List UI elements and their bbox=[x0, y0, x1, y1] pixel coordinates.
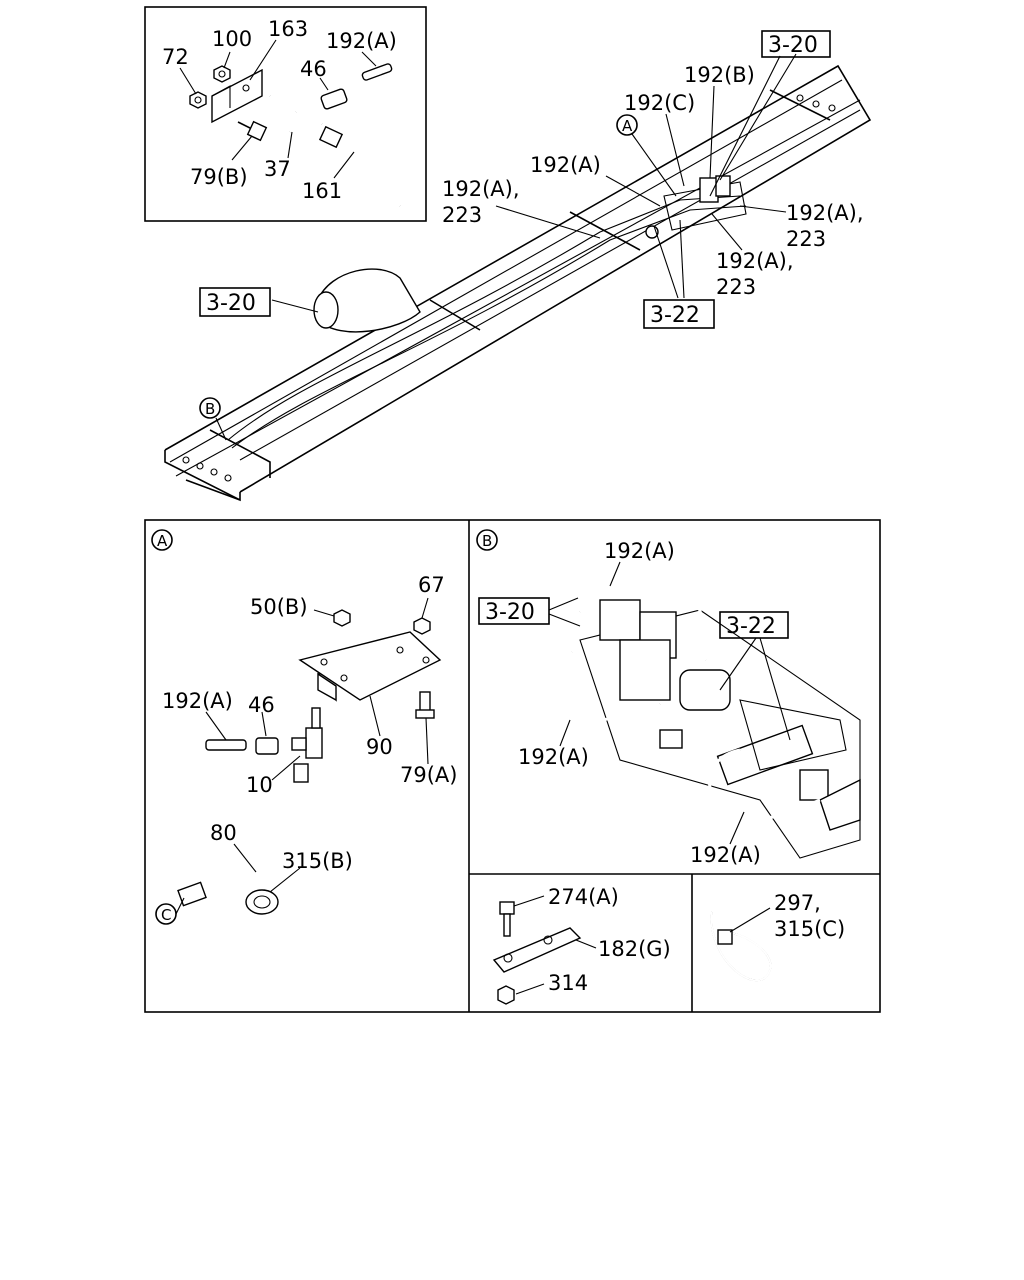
label-274a: 274(A) bbox=[548, 885, 619, 909]
label-192a-detail-b-left: 192(A) bbox=[518, 745, 589, 769]
label-10: 10 bbox=[246, 773, 273, 797]
label-46-detail-a: 46 bbox=[248, 693, 275, 717]
plate-182g-drawing bbox=[492, 927, 582, 973]
tee-37-drawing bbox=[269, 94, 323, 133]
label-163: 163 bbox=[268, 17, 308, 41]
ref-box-3-20-top-text: 3-20 bbox=[768, 33, 818, 58]
label-50b: 50(B) bbox=[250, 595, 308, 619]
label-100: 100 bbox=[212, 27, 252, 51]
ref-box-3-22-detail-b-text: 3-22 bbox=[726, 614, 776, 639]
nut-314-drawing bbox=[497, 985, 515, 1005]
label-223-left: 223 bbox=[442, 203, 482, 227]
nut-72-drawing bbox=[189, 91, 207, 109]
chassis-frame-drawing bbox=[164, 64, 872, 502]
label-192c: 192(C) bbox=[624, 91, 695, 115]
label-79b: 79(B) bbox=[190, 165, 248, 189]
top-inset-leaders bbox=[179, 39, 377, 179]
bracket-plate-90-drawing bbox=[298, 631, 442, 702]
nut-50b-drawing bbox=[333, 609, 351, 627]
top-inset-panel: 72 100 163 192(A) 46 79(B) 37 161 bbox=[144, 6, 427, 222]
main-frame-view: 3-20 3-20 3-22 A B bbox=[164, 30, 872, 502]
label-46: 46 bbox=[300, 57, 327, 81]
circle-marker-b[interactable]: B bbox=[199, 397, 221, 419]
ref-box-3-20-detail-b[interactable]: 3-20 bbox=[478, 597, 550, 625]
label-90: 90 bbox=[366, 735, 393, 759]
label-192a-detail-b-top: 192(A) bbox=[604, 539, 675, 563]
label-315c: 315(C) bbox=[774, 917, 845, 941]
label-192a-center: 192(A) bbox=[530, 153, 601, 177]
label-192a-lower: 192(A), bbox=[716, 249, 794, 273]
label-223-lower: 223 bbox=[716, 275, 756, 299]
bolt-274a-drawing bbox=[499, 901, 515, 937]
label-80: 80 bbox=[210, 821, 237, 845]
fitting-46-drawing bbox=[320, 88, 348, 110]
bracket-163-drawing bbox=[211, 68, 263, 124]
pipe-192a-drawing bbox=[361, 63, 393, 81]
label-192b: 192(B) bbox=[684, 63, 755, 87]
label-192a: 192(A) bbox=[326, 29, 397, 53]
detail-a-marker: A bbox=[151, 529, 173, 551]
detail-a-panel: A bbox=[151, 529, 457, 925]
pipes-192a-detail-b-drawing bbox=[541, 578, 821, 820]
label-314: 314 bbox=[548, 971, 588, 995]
tee-10-drawing bbox=[291, 707, 323, 759]
label-67: 67 bbox=[418, 573, 445, 597]
detail-panels-frame bbox=[144, 519, 881, 1013]
detail-bracket-leaders bbox=[513, 895, 597, 995]
label-182g: 182(G) bbox=[598, 937, 671, 961]
valve-assembly-drawing bbox=[579, 599, 861, 859]
detail-a-marker-text: A bbox=[157, 532, 168, 550]
label-223-right: 223 bbox=[786, 227, 826, 251]
ref-box-3-22-main-text: 3-22 bbox=[650, 303, 700, 328]
clip-315b-drawing bbox=[245, 889, 279, 915]
ref-box-3-20-left-text: 3-20 bbox=[206, 291, 256, 316]
label-192a-left: 192(A), bbox=[442, 177, 520, 201]
ref-box-3-22-detail-b[interactable]: 3-22 bbox=[719, 611, 789, 639]
detail-b-marker-text: B bbox=[482, 532, 492, 550]
label-315b: 315(B) bbox=[282, 849, 353, 873]
label-37: 37 bbox=[264, 157, 291, 181]
air-tank-drawing bbox=[313, 268, 421, 333]
label-192a-detail-b-bottom: 192(A) bbox=[690, 843, 761, 867]
detail-b-leaders bbox=[548, 561, 791, 845]
bolt-79b-drawing bbox=[237, 120, 268, 142]
label-79a: 79(A) bbox=[400, 763, 457, 787]
cable-tie-drawing bbox=[710, 911, 772, 982]
ref-box-3-20-top[interactable]: 3-20 bbox=[761, 30, 831, 58]
label-192a-detail-a: 192(A) bbox=[162, 689, 233, 713]
label-72: 72 bbox=[162, 45, 189, 69]
hose-161-drawing bbox=[318, 125, 403, 208]
pipe-192a-detail-drawing bbox=[205, 739, 247, 751]
detail-a-end-marker-c: C bbox=[155, 903, 177, 925]
ref-box-3-20-detail-b-text: 3-20 bbox=[485, 600, 535, 625]
detail-tie-leaders bbox=[729, 907, 771, 933]
circle-marker-b-text: B bbox=[205, 400, 215, 418]
nut-100-drawing bbox=[213, 65, 231, 83]
detail-tie-panel: 297, 315(C) bbox=[710, 891, 845, 982]
circle-marker-a[interactable]: A bbox=[616, 114, 638, 136]
label-161: 161 bbox=[302, 179, 342, 203]
ref-box-3-22-main[interactable]: 3-22 bbox=[643, 299, 715, 329]
detail-a-end-marker-c-text: C bbox=[161, 906, 171, 924]
bolt-79a-drawing bbox=[415, 691, 435, 719]
detail-bracket-panel: 274(A) 182(G) 314 bbox=[492, 885, 671, 1005]
circle-marker-a-text: A bbox=[622, 117, 633, 135]
label-192a-right: 192(A), bbox=[786, 201, 864, 225]
ref-box-3-20-left[interactable]: 3-20 bbox=[199, 287, 271, 317]
main-view-leaders bbox=[215, 53, 797, 441]
detail-b-marker: B bbox=[476, 529, 498, 551]
hose-80-drawing bbox=[177, 763, 309, 907]
label-297: 297, bbox=[774, 891, 821, 915]
detail-b-panel: B 3-20 3-22 bbox=[476, 529, 861, 867]
detail-a-leaders bbox=[175, 597, 429, 915]
nut-67-drawing bbox=[413, 617, 431, 635]
fitting-46-detail-drawing bbox=[255, 737, 279, 755]
